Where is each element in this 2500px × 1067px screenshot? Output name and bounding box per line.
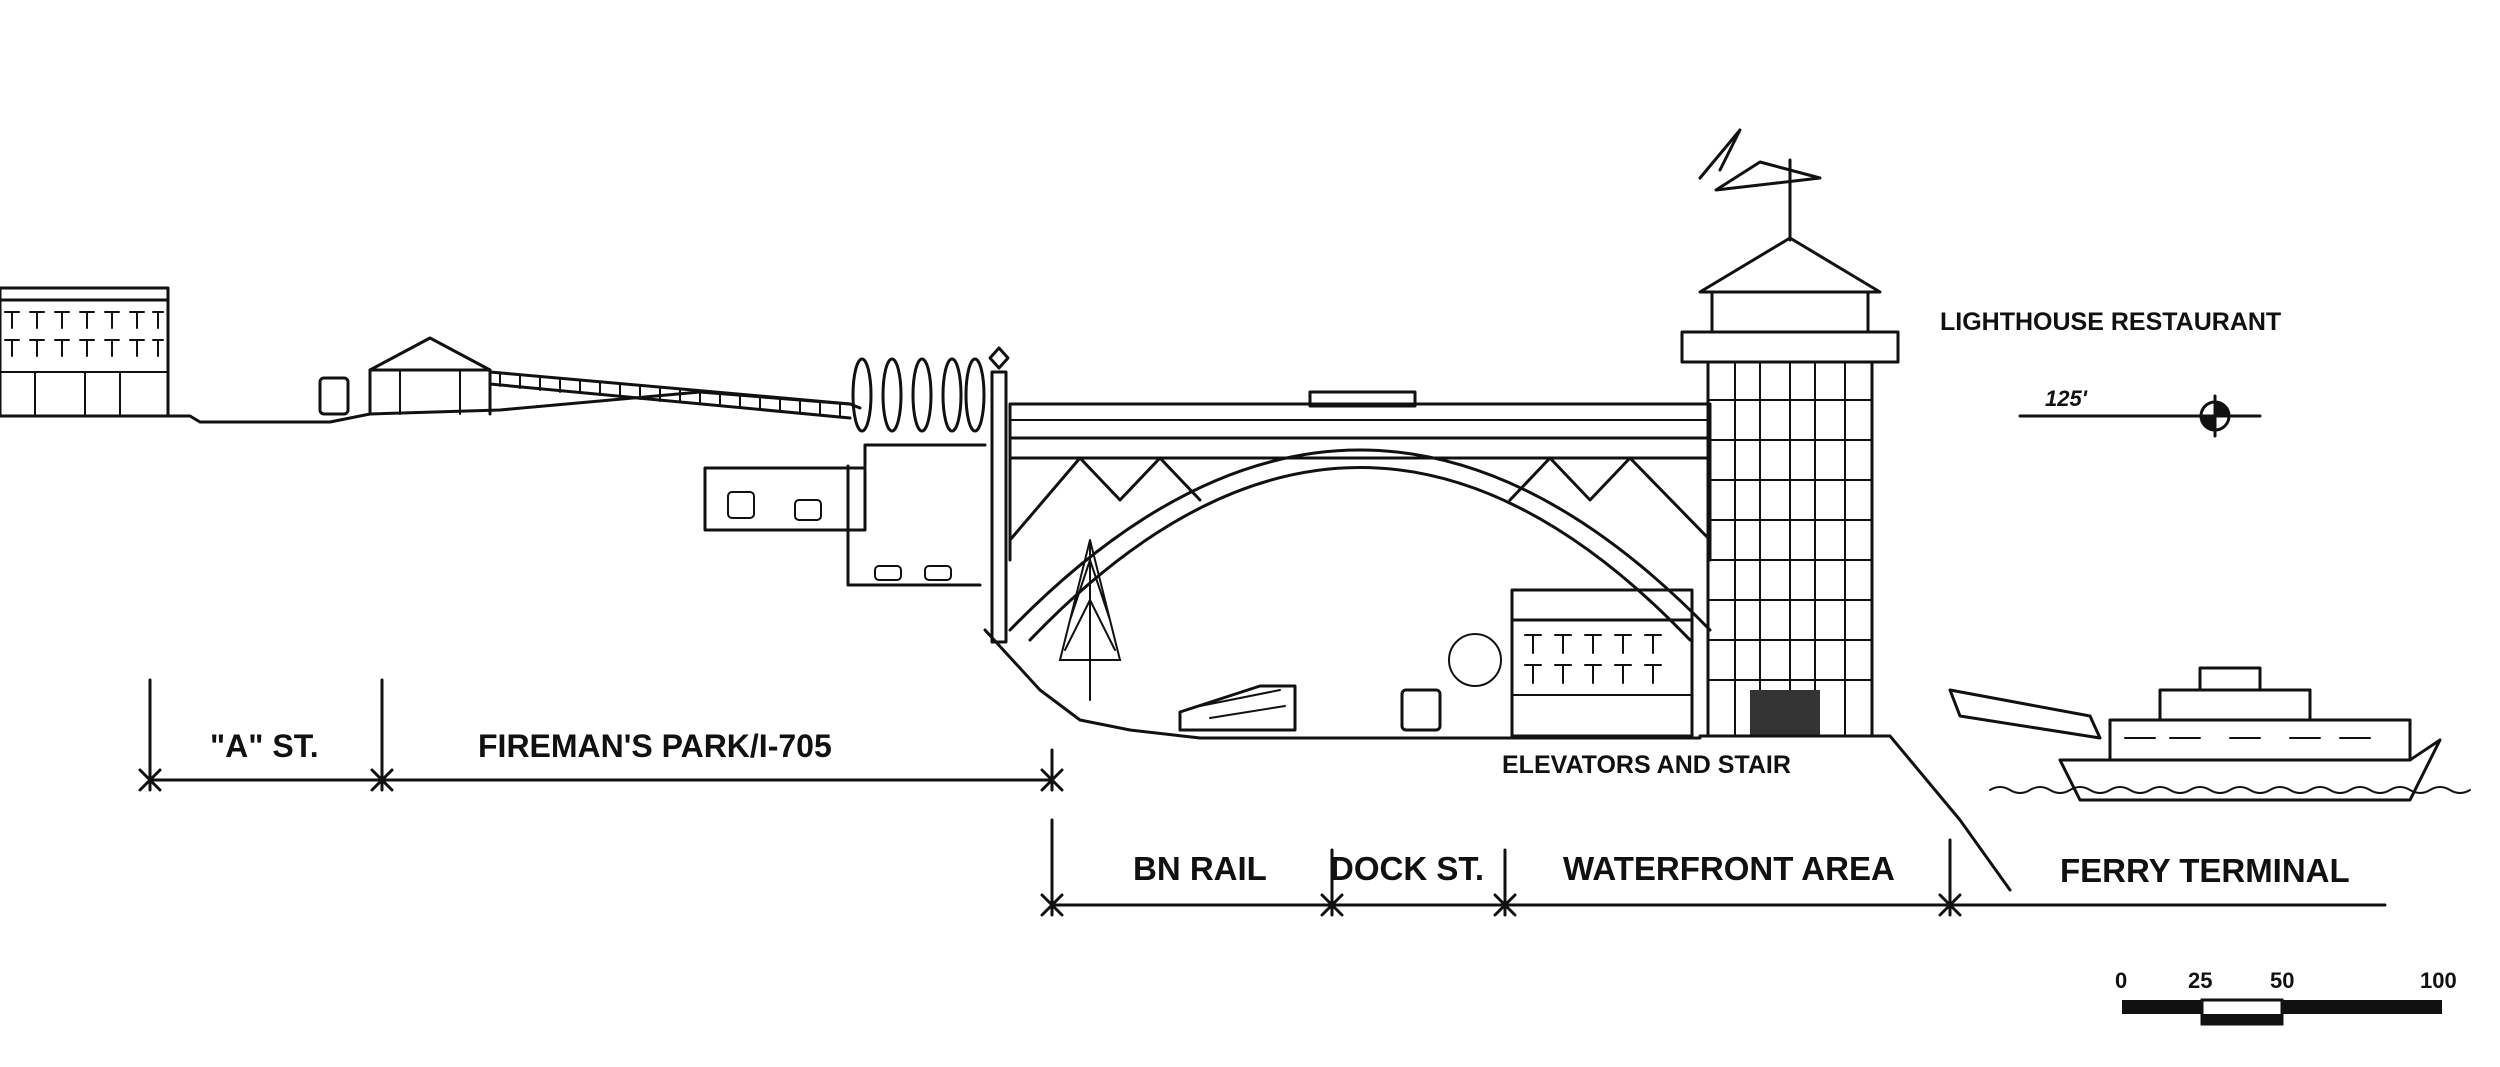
- park-deck: [488, 370, 852, 420]
- scale-tick-25: 25: [2188, 968, 2212, 993]
- elevation-marker: [2018, 394, 2262, 438]
- water: [1989, 786, 2471, 794]
- dimension-lines: [138, 678, 2387, 917]
- ferry-boat: [2058, 666, 2442, 802]
- embankment: [983, 628, 1702, 740]
- label-ferry-terminal: FERRY TERMINAL: [2060, 852, 2350, 889]
- label-firemans-park: FIREMAN'S PARK/I-705: [478, 728, 832, 764]
- label-a-st: "A" ST.: [210, 728, 319, 764]
- scale-tick-50: 50: [2270, 968, 2294, 993]
- parking-garage: [703, 443, 987, 587]
- evergreen-tree: [1058, 539, 1122, 701]
- lighthouse-tower: [1680, 128, 1900, 738]
- left-building: [0, 286, 170, 418]
- train: [1178, 684, 1297, 732]
- scale-tick-100: 100: [2420, 968, 2457, 993]
- street-tree: [1448, 633, 1502, 687]
- label-elevation: 125': [2045, 386, 2088, 411]
- bus: [318, 376, 350, 416]
- waterfront-ground: [1698, 734, 2012, 892]
- gazebo: [368, 336, 492, 416]
- truck: [1400, 688, 1442, 732]
- ferry-ramp: [1948, 688, 2102, 740]
- label-elevators-and-stair: ELEVATORS AND STAIR: [1502, 751, 1791, 779]
- lamp-post: [988, 346, 1010, 644]
- label-dock-st: DOCK ST.: [1330, 850, 1484, 887]
- cypress-trees: [851, 357, 986, 433]
- scale-tick-0: 0: [2115, 968, 2127, 993]
- label-bn-rail: BN RAIL: [1133, 850, 1267, 887]
- scale-bar: [2122, 998, 2442, 1026]
- waterfront-building: [1510, 588, 1694, 738]
- label-lighthouse-restaurant: LIGHTHOUSE RESTAURANT: [1940, 308, 2281, 336]
- label-waterfront-area: WATERFRONT AREA: [1563, 850, 1895, 887]
- bridge: [1008, 390, 1712, 642]
